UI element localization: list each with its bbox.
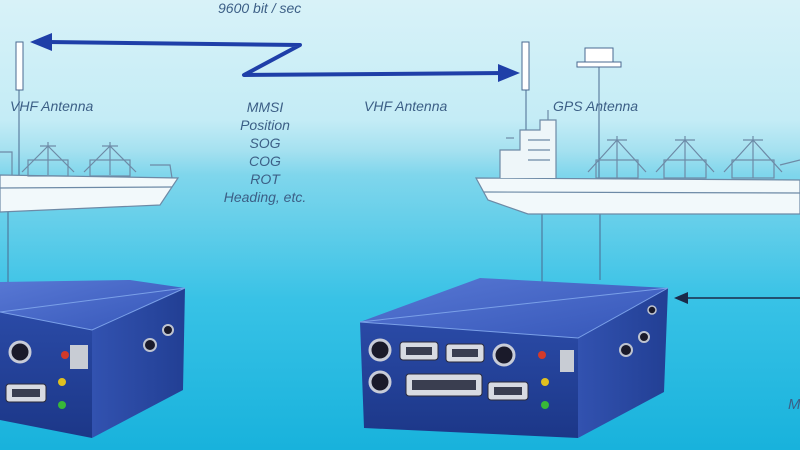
cropped-edge-label: M: [788, 396, 800, 413]
right-unit-connectors: [368, 305, 657, 409]
data-rate-label: 9600 bit / sec: [218, 0, 302, 16]
gps-antenna-icon: [576, 47, 622, 280]
left-vhf-antenna-label: VHF Antenna: [10, 98, 94, 114]
right-transponder-unit: [359, 278, 669, 438]
right-ship-icon: [474, 110, 800, 215]
message-item: Position: [240, 117, 290, 133]
right-vhf-antenna-label: VHF Antenna: [364, 98, 448, 114]
message-contents-list: MMSI Position SOG COG ROT Heading, etc.: [200, 98, 330, 206]
radio-link-arrow: [30, 33, 520, 82]
message-item: Heading, etc.: [223, 189, 307, 205]
left-vhf-antenna-icon: [7, 41, 24, 285]
left-ship-icon: [0, 142, 180, 213]
left-unit-connectors: [5, 324, 174, 409]
input-arrow: [674, 292, 800, 304]
message-item: SOG: [249, 135, 281, 151]
gps-antenna-label: GPS Antenna: [553, 98, 639, 114]
message-item: MMSI: [246, 99, 284, 115]
message-item: ROT: [250, 171, 280, 187]
message-item: COG: [249, 153, 281, 169]
left-transponder-unit: [0, 280, 186, 438]
